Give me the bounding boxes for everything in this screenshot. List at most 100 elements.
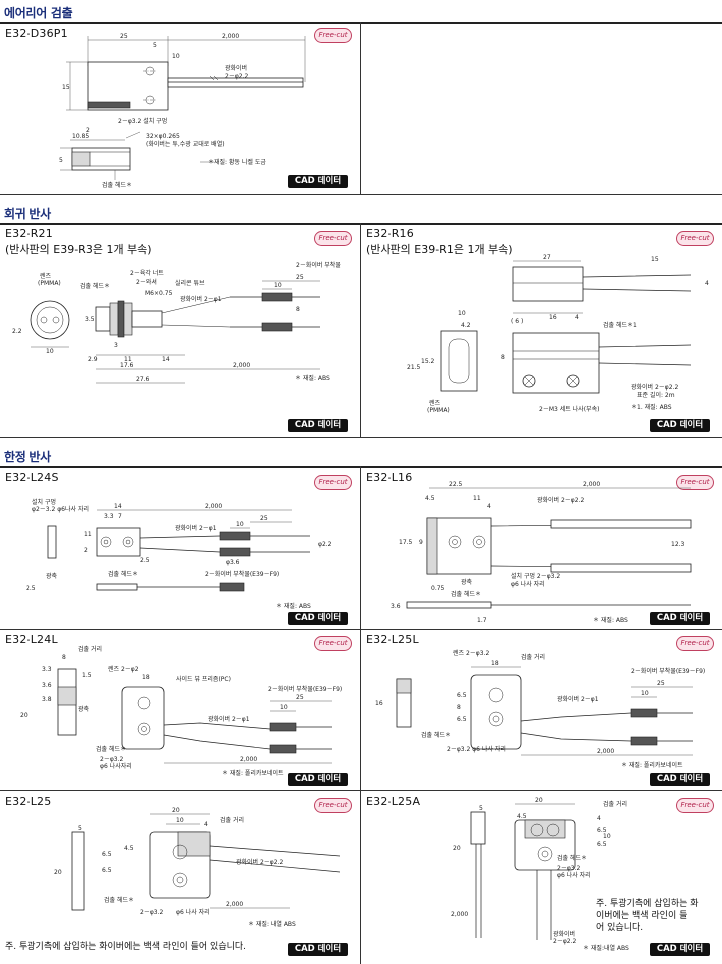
footnote-line: 이버에는 백색 라인이 들 bbox=[596, 911, 688, 921]
cell-divider bbox=[0, 790, 722, 791]
dim-text: 8 bbox=[62, 654, 66, 661]
cell-divider bbox=[360, 223, 361, 437]
dim-text: 2,000 bbox=[226, 901, 243, 908]
dim-text: 20 bbox=[535, 797, 543, 804]
dim-text: 8 bbox=[296, 306, 300, 313]
dim-text: 4.2 bbox=[461, 322, 471, 329]
dim-text: 2.5 bbox=[26, 585, 36, 592]
dim-text: 20 bbox=[54, 869, 62, 876]
dim-text: 21.5 bbox=[407, 364, 421, 371]
section-title-limited: 한정 반사 bbox=[4, 450, 51, 464]
dim-text: 10 bbox=[236, 521, 244, 528]
label-mount2: φ2－3.2 φ6나사 자리 bbox=[32, 505, 89, 513]
freecut-badge: Free-cut bbox=[676, 231, 714, 246]
cell-divider bbox=[360, 22, 361, 194]
cad-data-button[interactable]: CAD 데이터 bbox=[288, 773, 348, 786]
dim-text: 27 bbox=[543, 254, 551, 261]
dim-text: φ3.6 bbox=[226, 559, 240, 566]
dim-text: 5 bbox=[78, 825, 82, 832]
dim-text: 18 bbox=[142, 674, 150, 681]
model-e32-r21: E32-R21 bbox=[5, 227, 53, 240]
label-lens: 렌즈 bbox=[40, 272, 52, 280]
cad-data-button[interactable]: CAD 데이터 bbox=[288, 419, 348, 432]
dim-text: 1.5 bbox=[82, 672, 92, 679]
label-lens-note: (화이버는 투,수광 교대로 배열) bbox=[146, 140, 225, 148]
label-mount2: φ6 나사 자리 bbox=[176, 908, 210, 916]
label-material: ＊ 재질: 폴리카보네이트 bbox=[621, 761, 683, 769]
label-attachment: 2－화이버 부착물(E39－F9) bbox=[268, 685, 342, 693]
dim-text: 2,000 bbox=[597, 748, 614, 755]
label-material: ＊ 재질: 내열 ABS bbox=[248, 920, 296, 928]
freecut-badge: Free-cut bbox=[676, 636, 714, 651]
label-material: ＊ 재질: 폴리카보네이트 bbox=[222, 769, 284, 777]
dim-text: 5 bbox=[479, 805, 483, 812]
label-axis: 광축 bbox=[46, 572, 58, 580]
dim-text: 10 bbox=[46, 348, 54, 355]
dim-text: 15.2 bbox=[421, 358, 435, 365]
cell-divider bbox=[0, 437, 722, 438]
label-axis: 광축 bbox=[461, 578, 473, 586]
label-mount2: φ6 나사자리 bbox=[100, 762, 132, 770]
label-range: 검출 거리 bbox=[521, 653, 545, 661]
label-lens: 렌즈 2－φ3.2 bbox=[453, 649, 489, 657]
dim-text: 20 bbox=[20, 712, 28, 719]
label-mount: 2－φ3.2 bbox=[557, 865, 581, 872]
dim-text: 6.5 bbox=[102, 867, 112, 874]
dim-text: 8 bbox=[457, 704, 461, 711]
dim-text: 27.6 bbox=[136, 376, 150, 383]
dim-text: 10 bbox=[274, 282, 282, 289]
label-head: 검출 헤드＊ bbox=[104, 896, 134, 904]
dim-text: 2,000 bbox=[451, 911, 468, 918]
cad-data-button[interactable]: CAD 데이터 bbox=[650, 612, 710, 625]
dim-text: 16 bbox=[375, 700, 383, 707]
section-rule bbox=[0, 223, 722, 225]
cad-data-button[interactable]: CAD 데이터 bbox=[288, 175, 348, 188]
drawing-e32-d36p1: 25 2,000 5 10 광화이버 2－φ2.2 15 2－φ3.2 설치 구… bbox=[59, 33, 306, 189]
freecut-badge: Free-cut bbox=[676, 475, 714, 490]
cad-data-button[interactable]: CAD 데이터 bbox=[288, 943, 348, 956]
dim-text: 8 bbox=[501, 354, 505, 361]
dim-text: φ2.2 bbox=[318, 541, 332, 548]
cad-data-button[interactable]: CAD 데이터 bbox=[650, 943, 710, 956]
label-tube: 실리콘 튜브 bbox=[175, 279, 205, 287]
dim-text: 4.5 bbox=[425, 495, 435, 502]
label-fiber: 광화이버 2－φ1 bbox=[175, 524, 217, 532]
dim-text: 4 bbox=[705, 280, 709, 287]
model-e32-d36p1: E32-D36P1 bbox=[5, 27, 68, 40]
accessory-note: (반사판의 E39-R3은 1개 부속) bbox=[5, 243, 152, 256]
label-material: ＊ 재질: ABS bbox=[593, 616, 628, 624]
label-mount: 설치 구멍 2－φ3.2 bbox=[511, 572, 560, 580]
label-fiber: 광화이버 bbox=[553, 930, 575, 938]
cad-data-button[interactable]: CAD 데이터 bbox=[650, 773, 710, 786]
dim-text: 2,000 bbox=[205, 503, 222, 510]
label-mount: 설치 구멍 bbox=[32, 498, 56, 506]
freecut-badge: Free-cut bbox=[314, 28, 352, 43]
dim-text: ( 6 ) bbox=[511, 318, 523, 325]
dim-text: 2.9 bbox=[88, 356, 98, 363]
dim-text: 22.5 bbox=[449, 481, 463, 488]
label-nut: 2－육각 너트 bbox=[130, 269, 164, 277]
dim-text: 4 bbox=[487, 503, 491, 510]
dim-text: 5 bbox=[153, 42, 157, 49]
section-rule bbox=[0, 466, 722, 468]
drawing-e32-l16: 22.5 2,000 4.5 11 4 광화이버 2－φ2.2 17.5 9 1… bbox=[391, 481, 692, 624]
dim-text: 2,000 bbox=[240, 756, 257, 763]
accessory-note: (반사판의 E39-R1은 1개 부속) bbox=[366, 243, 513, 256]
dim-text: 5 bbox=[59, 157, 63, 164]
label-mount2: φ6 나사 자리 bbox=[511, 580, 545, 588]
label-fiber: 광화이버 2－φ2.2 bbox=[537, 496, 584, 504]
cad-data-button[interactable]: CAD 데이터 bbox=[650, 419, 710, 432]
label-attachment: 2－화이버 부착물 bbox=[296, 261, 341, 269]
dim-text: 11 bbox=[84, 531, 92, 538]
footnote: 주. 투광기측에 삽입하는 화이버에는 백색 라인이 들어 있습니다. bbox=[5, 942, 247, 952]
label-material: ＊ 재질: ABS bbox=[295, 374, 330, 382]
label-fiber: 광화이버 2－φ1 bbox=[180, 295, 222, 303]
dim-text: 25 bbox=[296, 694, 304, 701]
dim-text: 4 bbox=[597, 815, 601, 822]
drawing-e32-r21: 렌즈 (PMMA) 10 2.2 검출 헤드＊ 2－육각 너트 2－와셔 M6×… bbox=[12, 261, 341, 384]
dim-text: 20 bbox=[453, 845, 461, 852]
dim-text: 10 bbox=[172, 53, 180, 60]
dim-text: 17.6 bbox=[120, 362, 134, 369]
cad-data-button[interactable]: CAD 데이터 bbox=[288, 612, 348, 625]
label-screw: 2－M3 세트 나사(부속) bbox=[539, 405, 599, 413]
